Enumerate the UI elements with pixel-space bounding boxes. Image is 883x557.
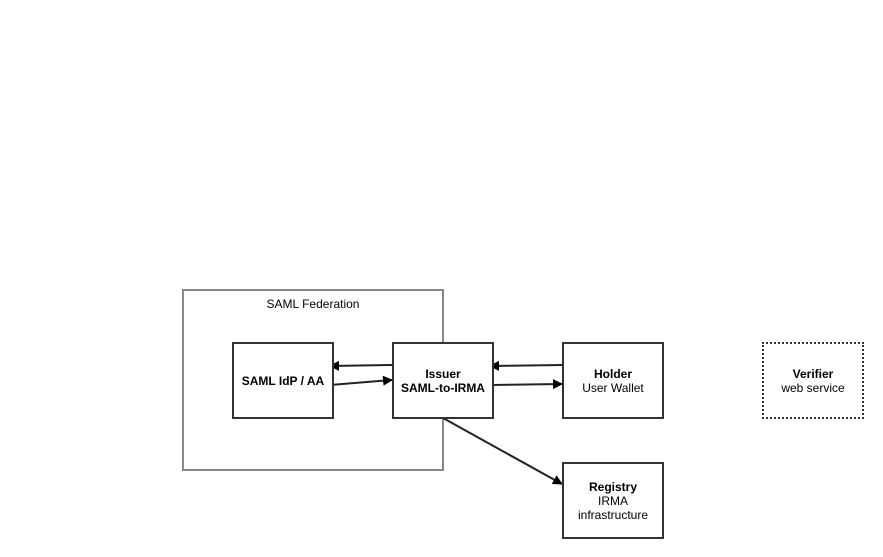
node-verifier-subtitle: web service bbox=[781, 380, 845, 395]
node-issuer-title: Issuer bbox=[425, 366, 461, 381]
saml-federation-label: SAML Federation bbox=[266, 297, 360, 311]
node-registry-subtitle: IRMA bbox=[598, 493, 628, 508]
node-issuer-subtitle: SAML-to-IRMA bbox=[401, 380, 485, 395]
node-registry-title: Registry bbox=[588, 479, 638, 494]
node-holder-subtitle: User Wallet bbox=[582, 380, 644, 395]
node-holder-title: Holder bbox=[593, 366, 632, 381]
node-verifier: Verifier web service bbox=[762, 342, 864, 419]
edge-issuer-to-registry bbox=[442, 417, 563, 485]
edge-idp-to-issuer bbox=[329, 375, 393, 386]
node-verifier-title: Verifier bbox=[792, 366, 834, 381]
node-saml-idp-title: SAML IdP / AA bbox=[241, 373, 325, 388]
node-holder: Holder User Wallet bbox=[562, 342, 664, 419]
edge-issuer-to-holder bbox=[489, 379, 563, 390]
edge-issuer-to-idp bbox=[329, 360, 393, 371]
edge-holder-to-issuer bbox=[489, 360, 563, 371]
node-registry: Registry IRMA infrastructure bbox=[562, 462, 664, 539]
node-issuer: Issuer SAML-to-IRMA bbox=[392, 342, 494, 419]
node-saml-idp: SAML IdP / AA bbox=[232, 342, 334, 419]
node-registry-subtitle-2: infrastructure bbox=[577, 507, 649, 522]
